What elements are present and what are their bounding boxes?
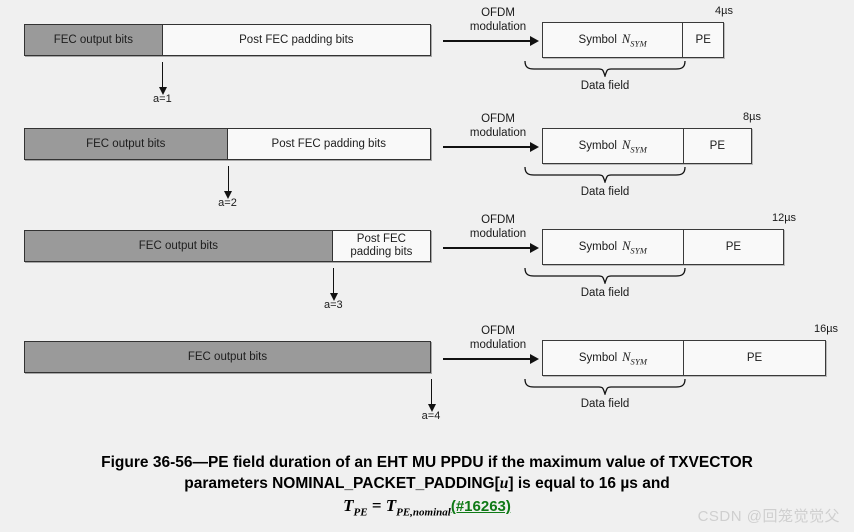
caption-line-1: Figure 36-56—PE field duration of an EHT…: [101, 454, 753, 471]
split-arrow-row-1: [158, 62, 167, 95]
pe-duration-label-row-4: 16µs: [813, 323, 839, 335]
data-field-brace-row-2: [524, 166, 686, 185]
data-field-brace-row-1: [524, 60, 686, 79]
caption-line-2: parameters NOMINAL_PACKET_PADDING[u] is …: [0, 473, 854, 494]
formula-tpe-base: T: [343, 496, 354, 515]
fec-output-bits-segment: FEC output bits: [25, 231, 333, 261]
data-field-label-row-1: Data field: [580, 80, 630, 92]
figure-caption: Figure 36-56—PE field duration of an EHT…: [0, 452, 854, 523]
data-field-label-row-4: Data field: [580, 398, 630, 410]
pe-duration-label-row-1: 4µs: [715, 5, 733, 17]
ofdm-modulation-arrow-row-4: [443, 355, 539, 363]
ofdm-modulation-arrow-row-1: [443, 37, 539, 45]
ofdm-modulation-arrow-row-3: [443, 244, 539, 252]
a-value-label-row-4: a=4: [421, 410, 441, 422]
caption-line-2-part-a: parameters NOMINAL_PACKET_PADDING[: [184, 475, 500, 492]
caption-line-2-part-b: ] is equal to 16 µs and: [508, 475, 670, 492]
ofdm-modulation-arrow-row-2: [443, 143, 539, 151]
formula-tpe-sub: PE: [353, 506, 368, 519]
formula-equals: =: [367, 496, 386, 515]
pe-segment-row-1: PE: [695, 34, 711, 46]
data-field-label-row-2: Data field: [580, 186, 630, 198]
post-fec-padding-bits-segment: Post FEC padding bits: [162, 25, 430, 55]
split-arrow-row-3: [329, 268, 338, 301]
a-value-label-row-2: a=2: [218, 197, 237, 209]
formula-tpe: TPE: [343, 496, 368, 519]
pe-segment-row-4: PE: [746, 352, 763, 364]
caption-param-u: u: [499, 475, 509, 492]
fec-output-bits-segment: FEC output bits: [25, 129, 228, 159]
change-tag-link[interactable]: (#16263): [450, 498, 511, 515]
split-arrow-row-2: [224, 166, 232, 199]
split-arrow-row-4: [427, 379, 436, 412]
formula-tpe-nominal: TPE,nominal: [385, 496, 451, 519]
post-fec-padding-bits-segment: Post FEC padding bits: [227, 129, 430, 159]
pe-duration-label-row-3: 12µs: [771, 212, 797, 224]
fec-output-bits-segment: FEC output bits: [25, 25, 163, 55]
pe-segment-row-2: PE: [709, 140, 725, 152]
csdn-watermark: CSDN @回笼觉觉父: [697, 508, 840, 525]
bit-bar-row-4: FEC output bits: [24, 341, 431, 373]
formula-tpe-nominal-sub: PE,nominal: [396, 506, 451, 519]
caption-formula: TPE = TPE,nominal(#16263): [0, 495, 854, 523]
data-field-label-row-3: Data field: [580, 287, 630, 299]
a-value-label-row-3: a=3: [323, 299, 343, 311]
a-value-label-row-1: a=1: [153, 93, 172, 105]
data-field-brace-row-3: [524, 267, 686, 286]
pe-segment-row-3: PE: [725, 241, 742, 253]
fec-output-bits-segment: FEC output bits: [25, 342, 430, 372]
pe-duration-label-row-2: 8µs: [743, 111, 761, 123]
data-field-brace-row-4: [524, 378, 686, 397]
formula-tpe-nominal-base: T: [385, 496, 397, 515]
